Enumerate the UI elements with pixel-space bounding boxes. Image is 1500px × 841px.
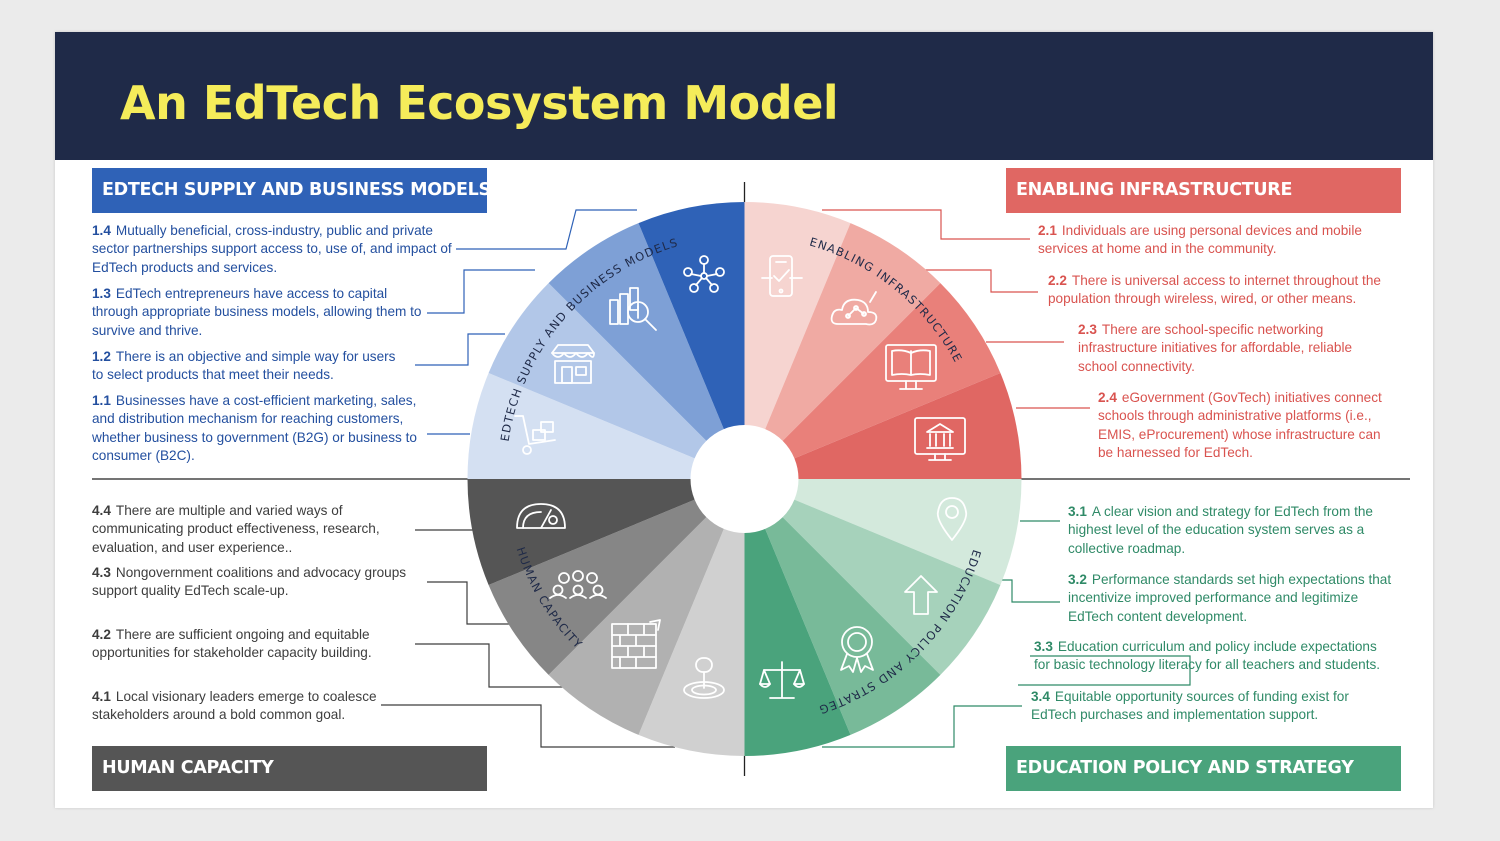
hand-truck-icon	[514, 415, 556, 455]
balance-scale-icon	[759, 661, 805, 699]
infrastructure-heading: ENABLING INFRASTRUCTURE	[1006, 168, 1401, 213]
wedge-4-2	[548, 479, 745, 735]
supply-heading: EDTECH SUPPLY AND BUSINESS MODELS	[92, 168, 491, 213]
wedge-2-4	[744, 373, 1022, 479]
wedge-4-4	[467, 479, 745, 585]
government-monitor-icon	[914, 417, 966, 461]
wedge-1-4	[638, 202, 745, 479]
brick-wall-icon	[611, 619, 661, 669]
digital-book-icon	[885, 344, 937, 390]
location-pin-icon	[936, 497, 968, 541]
capacity-heading: HUMAN CAPACITY	[92, 746, 487, 791]
wedge-3-4	[744, 479, 851, 756]
gauge-icon	[516, 503, 566, 529]
policy-heading: EDUCATION POLICY AND STRATEGY	[1006, 746, 1401, 791]
mobile-check-icon	[761, 255, 803, 297]
wedge-1-3	[548, 223, 745, 479]
page-title: An EdTech Ecosystem Model	[120, 76, 839, 130]
network-people-icon	[683, 255, 725, 293]
wedge-3-2	[744, 479, 1001, 675]
up-arrow-icon	[904, 575, 938, 615]
wedge-4-3	[488, 479, 745, 675]
cloud-network-icon	[830, 291, 878, 326]
wedge-2-3	[744, 283, 1001, 479]
wedge-4-1	[638, 479, 745, 756]
center-circle	[690, 425, 799, 533]
wedge-2-2	[744, 223, 941, 479]
wedge-1-1	[467, 373, 745, 479]
people-group-icon	[549, 570, 607, 599]
wedge-2-1	[744, 202, 851, 479]
joystick-target-icon	[683, 657, 725, 699]
storefront-icon	[551, 344, 595, 384]
award-ribbon-icon	[840, 626, 874, 673]
wedge-3-3	[744, 479, 941, 735]
title-bar	[55, 32, 1433, 160]
wedge-1-2	[488, 283, 745, 479]
finance-search-icon	[609, 287, 657, 331]
